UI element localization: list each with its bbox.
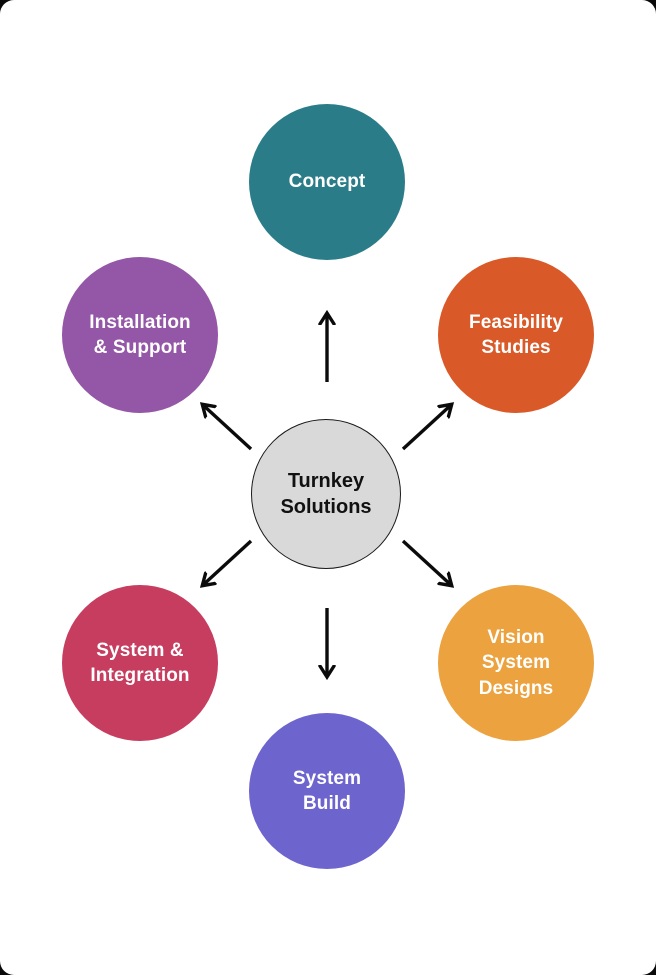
node-concept: Concept [249, 104, 405, 260]
arrow-down-right-icon [401, 539, 451, 585]
arrow-up-left-icon [203, 405, 253, 451]
node-vision-system-designs: Vision System Designs [438, 585, 594, 741]
node-installation-support: Installation & Support [62, 257, 218, 413]
node-system-build: System Build [249, 713, 405, 869]
hub-turnkey-solutions: Turnkey Solutions [251, 419, 401, 569]
arrow-up-right-icon [401, 405, 451, 451]
arrow-down-left-icon [203, 539, 253, 585]
node-feasibility-studies: Feasibility Studies [438, 257, 594, 413]
node-system-integration: System & Integration [62, 585, 218, 741]
